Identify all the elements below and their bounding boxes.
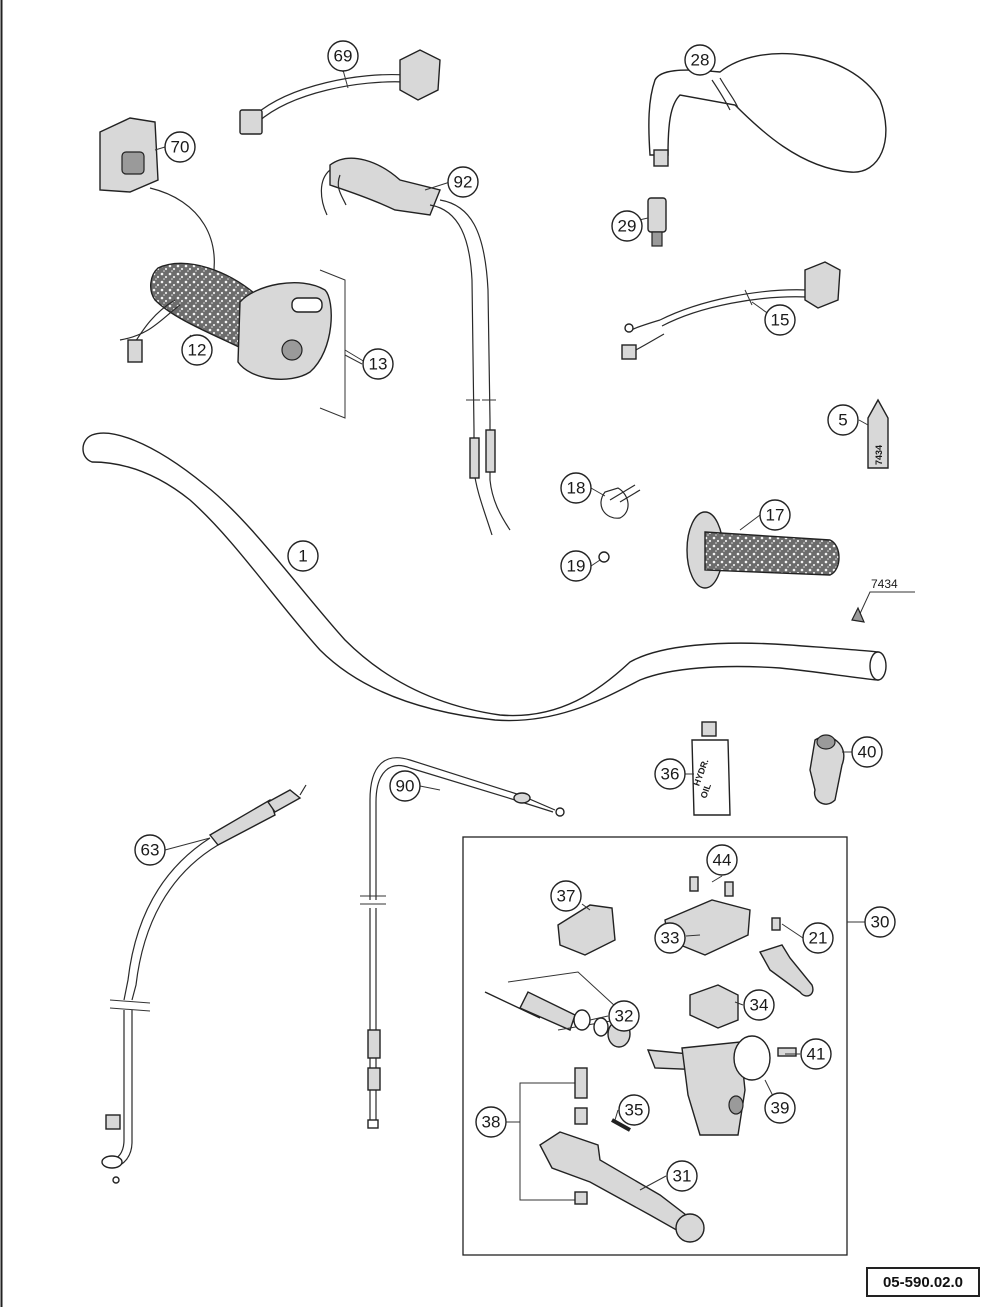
cover-37 [557, 904, 616, 956]
callout-17: 17 [759, 499, 791, 531]
svg-text:15: 15 [771, 311, 790, 330]
callout-32: 32 [608, 1000, 640, 1032]
bracket-13 [319, 269, 366, 419]
svg-text:39: 39 [771, 1099, 790, 1118]
callout-13: 13 [362, 348, 394, 380]
callout-34: 34 [743, 989, 775, 1021]
svg-text:31: 31 [673, 1167, 692, 1186]
svg-text:34: 34 [750, 996, 769, 1015]
svg-text:29: 29 [618, 217, 637, 236]
callout-38: 38 [475, 1106, 507, 1138]
lever-21 [758, 917, 814, 997]
bottle-label-oil: OIL [698, 782, 713, 800]
callout-28: 28 [684, 44, 716, 76]
callout-90: 90 [389, 770, 421, 802]
callout-44: 44 [706, 844, 738, 876]
group-box-30 [462, 836, 848, 1256]
svg-text:69: 69 [334, 47, 353, 66]
left-grip-17 [686, 511, 915, 623]
svg-text:38: 38 [482, 1113, 501, 1132]
svg-text:33: 33 [661, 929, 680, 948]
callout-39: 39 [764, 1092, 796, 1124]
svg-text:28: 28 [691, 51, 710, 70]
callout-40: 40 [851, 736, 883, 768]
callout-31: 31 [666, 1160, 698, 1192]
cable-tie-18 [600, 484, 641, 519]
loctite-tube-5 [867, 398, 889, 469]
svg-text:92: 92 [454, 173, 473, 192]
callout-41: 41 [800, 1038, 832, 1070]
callout-18: 18 [560, 472, 592, 504]
adapter-29 [647, 197, 667, 247]
loctite-ref-label: 7434 [871, 577, 898, 591]
switch-15 [621, 261, 841, 360]
cable-90 [360, 757, 565, 1129]
svg-text:40: 40 [858, 743, 877, 762]
callout-19: 19 [560, 550, 592, 582]
nut-19 [598, 551, 610, 563]
svg-text:63: 63 [141, 841, 160, 860]
callout-36: 36 [654, 758, 686, 790]
svg-text:18: 18 [567, 479, 586, 498]
callout-70: 70 [164, 131, 196, 163]
svg-text:36: 36 [661, 765, 680, 784]
svg-text:32: 32 [615, 1007, 634, 1026]
brake-lever-31 [539, 1131, 705, 1243]
clamp-40 [809, 734, 845, 805]
callout-63: 63 [134, 834, 166, 866]
svg-text:41: 41 [807, 1045, 826, 1064]
callout-1: 1 [287, 540, 319, 572]
callout-12: 12 [181, 334, 213, 366]
spring-35 [611, 1118, 631, 1132]
callout-29: 29 [611, 210, 643, 242]
callout-15: 15 [764, 304, 796, 336]
svg-text:13: 13 [369, 355, 388, 374]
master-cylinder-39 [646, 1035, 797, 1136]
callout-30: 30 [864, 906, 896, 938]
callout-5: 5 [827, 404, 859, 436]
svg-text:5: 5 [838, 411, 847, 430]
svg-text:90: 90 [396, 777, 415, 796]
svg-text:37: 37 [557, 887, 576, 906]
tube-label: 7434 [874, 445, 884, 465]
callout-37: 37 [550, 880, 582, 912]
screws-44 [689, 876, 734, 897]
callout-33: 33 [654, 922, 686, 954]
svg-text:35: 35 [625, 1101, 644, 1120]
svg-text:44: 44 [713, 851, 732, 870]
svg-text:21: 21 [809, 929, 828, 948]
svg-text:19: 19 [567, 557, 586, 576]
svg-text:70: 70 [171, 138, 190, 157]
svg-text:12: 12 [188, 341, 207, 360]
drawing-number: 05-590.02.0 [866, 1267, 980, 1297]
piston-kit-32 [484, 971, 631, 1048]
callout-92: 92 [447, 166, 479, 198]
callout-21: 21 [802, 922, 834, 954]
svg-text:17: 17 [766, 506, 785, 525]
mirror-28 [648, 52, 887, 173]
pivot-bolt-38 [519, 1067, 588, 1205]
svg-text:1: 1 [298, 547, 307, 566]
switch-69 [239, 49, 441, 135]
throttle-housing-70 [99, 117, 215, 291]
svg-text:30: 30 [871, 913, 890, 932]
callout-69: 69 [327, 40, 359, 72]
hydraulic-oil-bottle-36 [691, 721, 731, 816]
callout-35: 35 [618, 1094, 650, 1126]
throttle-grip-12 [119, 262, 332, 380]
brake-hose-63 [101, 784, 307, 1184]
reservoir-34 [689, 984, 739, 1029]
handlebar [82, 432, 887, 722]
throttle-cables-92 [320, 157, 511, 536]
